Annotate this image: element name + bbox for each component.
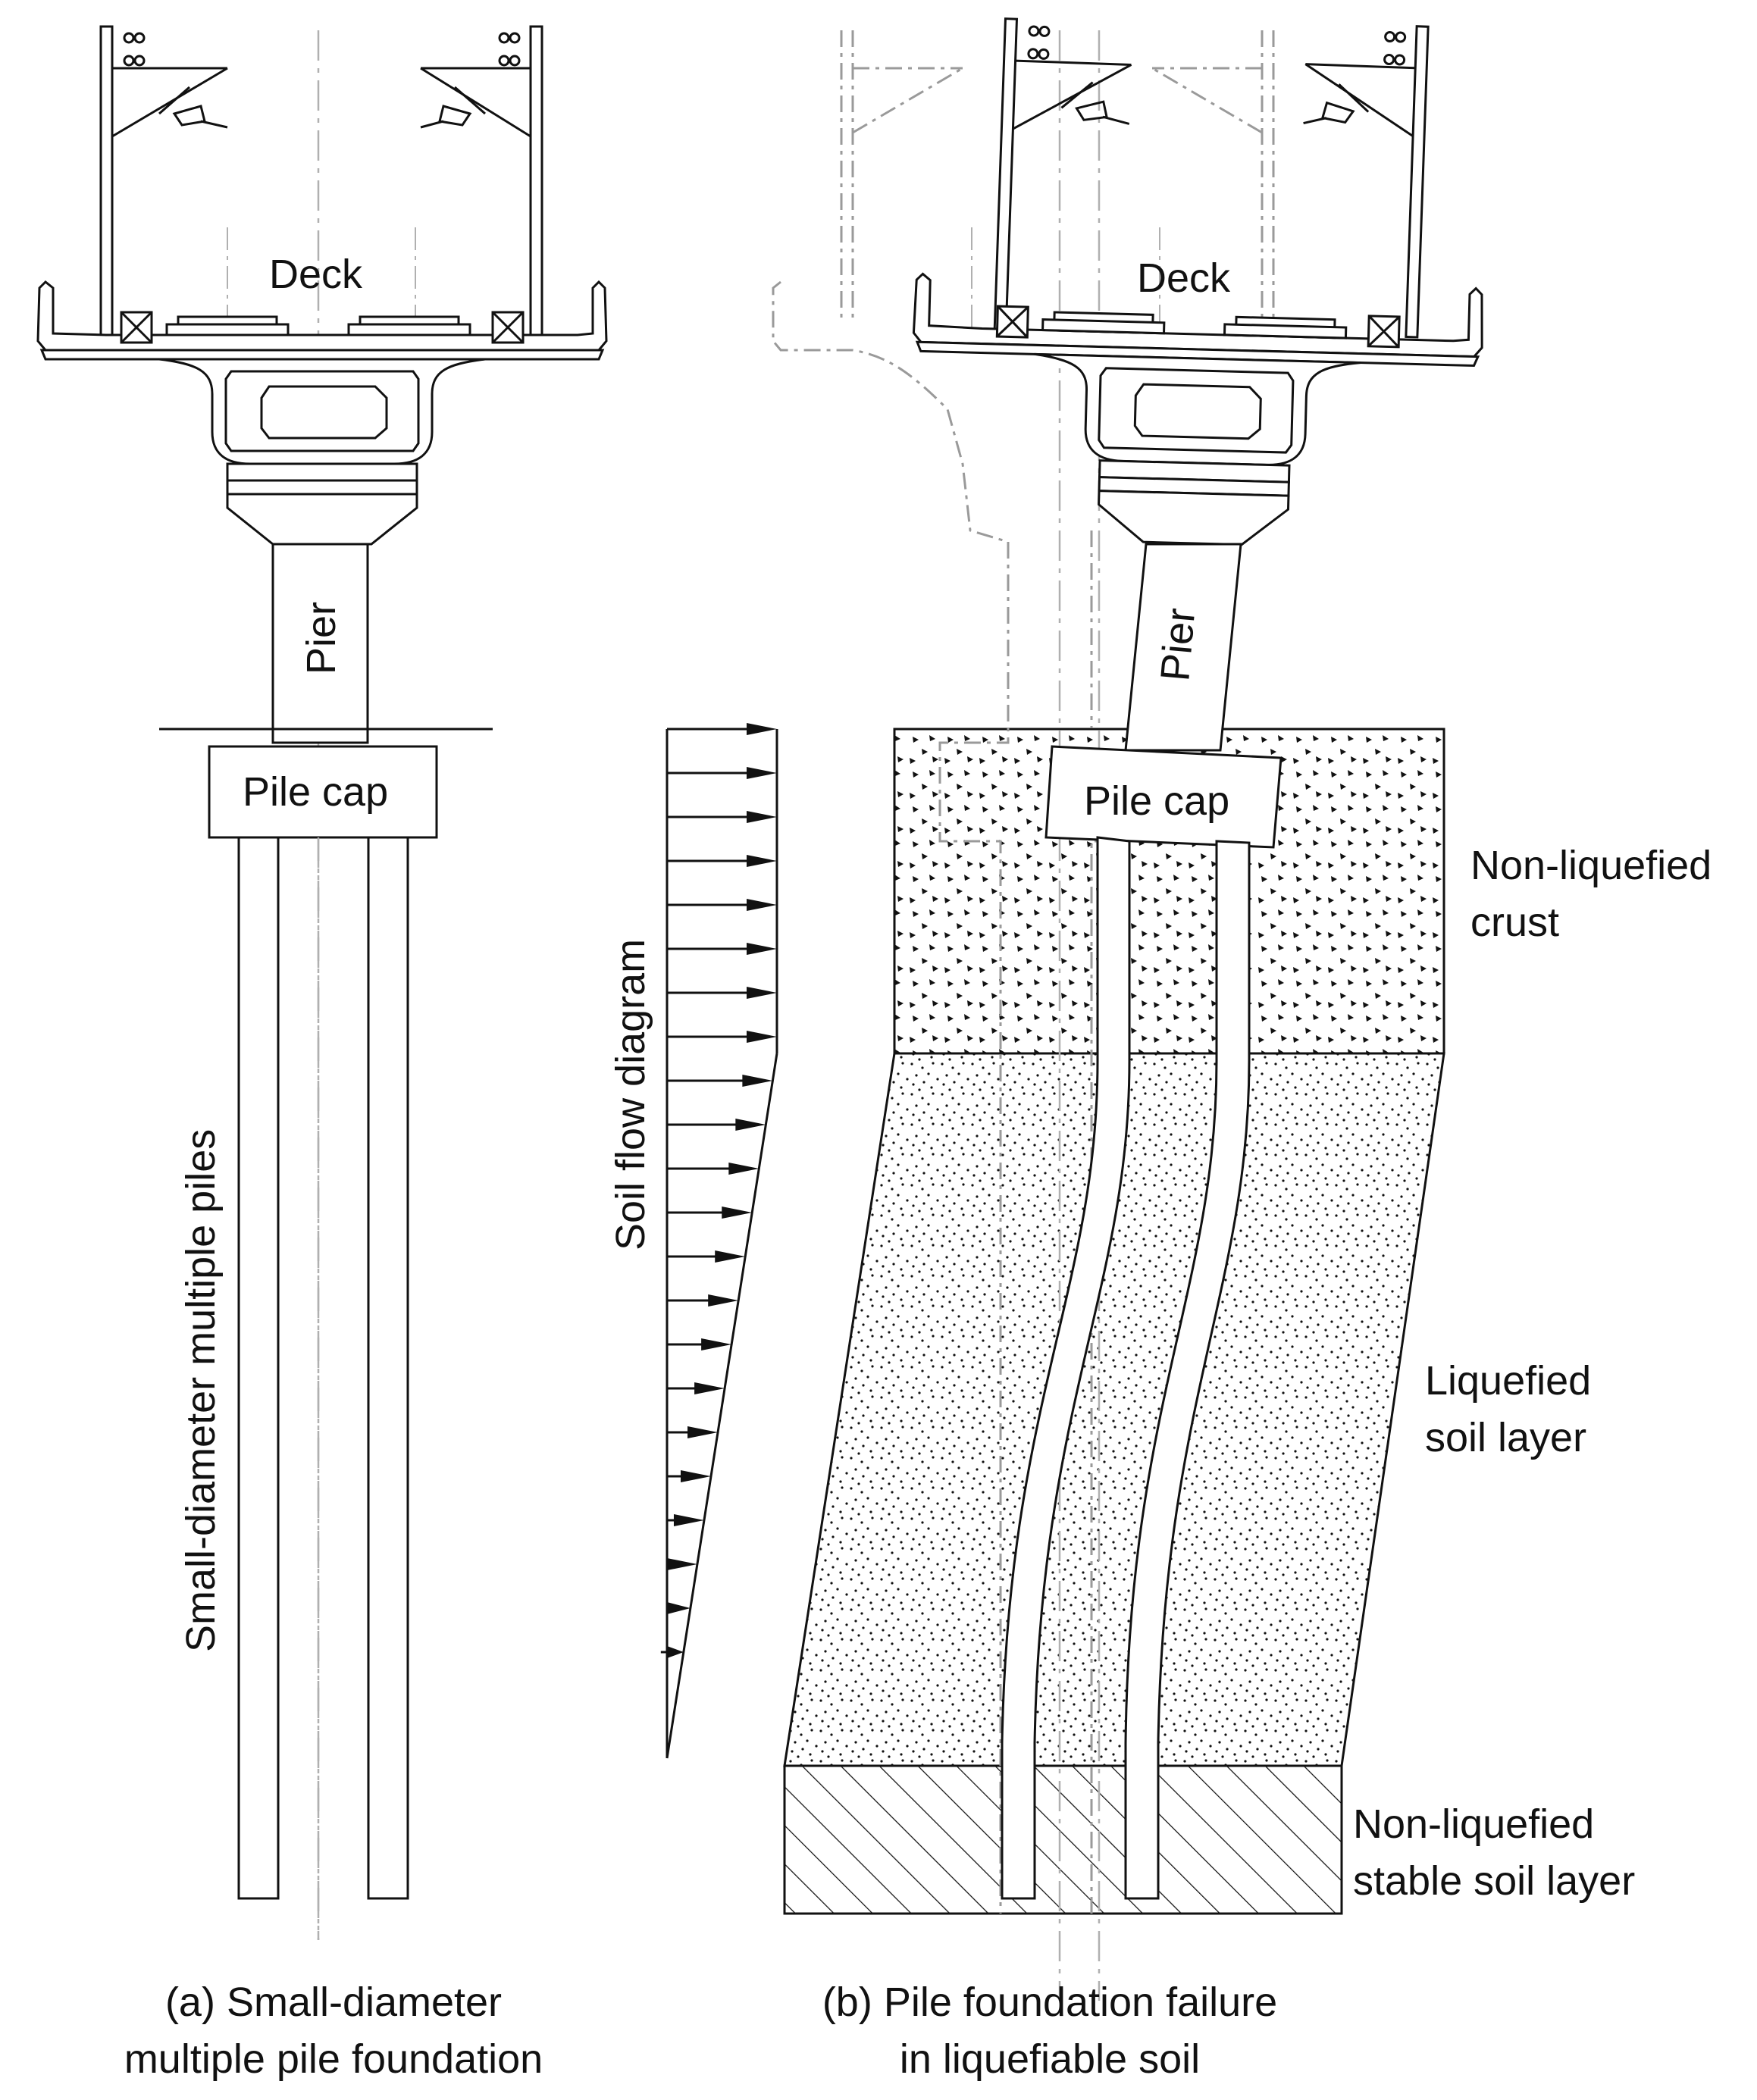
caption-a-line2: multiple pile foundation	[124, 2036, 543, 2082]
caption-b-line1: (b) Pile foundation failure	[822, 1980, 1277, 2025]
panel-b-diagram	[660, 17, 1483, 2001]
soil-flow-arrow-head	[747, 855, 777, 867]
deck-structure-displaced	[912, 272, 1483, 546]
soil-flow-arrow-head	[687, 1426, 719, 1438]
catenary-mast-right	[420, 25, 543, 339]
soil-flow-arrow-head	[747, 723, 777, 735]
pile-cap-label-b: Pile cap	[1084, 778, 1229, 824]
pier-shaft	[271, 543, 369, 744]
soil-flow-arrow-head	[673, 1514, 704, 1526]
soil-flow-label: Soil flow diagram	[608, 939, 653, 1250]
soil-flow-arrow-head	[742, 1075, 773, 1087]
pile-right	[367, 836, 409, 1900]
soil-flow-arrow-head	[747, 767, 777, 779]
stable-label-line2: stable soil layer	[1353, 1858, 1635, 1904]
catenary-mast-left-displaced	[993, 17, 1132, 339]
soil-flow-arrow-head	[728, 1163, 759, 1175]
soil-flow-arrow-head	[715, 1250, 746, 1263]
deck-structure	[36, 280, 608, 465]
caption-a-line1: (a) Small-diameter	[165, 1980, 502, 2025]
catenary-mast-right-displaced	[1303, 25, 1430, 339]
soil-flow-arrow-head	[747, 987, 777, 999]
pile-cap-label-a: Pile cap	[243, 769, 388, 815]
deck-label-a: Deck	[269, 252, 363, 297]
pier-label-a: Pier	[299, 602, 344, 674]
liquefied-label-line1: Liquefied	[1425, 1358, 1591, 1404]
caption-b-line2: in liquefiable soil	[900, 2036, 1200, 2082]
soil-flow-arrow-head	[701, 1338, 732, 1350]
soil-flow-arrow-head	[708, 1294, 739, 1307]
soil-flow-arrow-head	[747, 811, 777, 823]
pile-cap-displaced	[1044, 745, 1283, 849]
soil-flow-arrow-head	[667, 1558, 697, 1570]
pile-cap	[208, 745, 438, 839]
soil-flow-arrow-head	[722, 1206, 753, 1219]
soil-flow-arrow-head	[667, 1602, 691, 1614]
soil-flow-arrow-head	[735, 1119, 766, 1131]
soil-flow-diagram	[660, 723, 778, 1759]
pier-head	[226, 462, 418, 546]
stable-layer	[783, 1764, 1343, 1915]
catenary-mast-left	[99, 25, 228, 339]
soil-flow-arrow-head	[747, 1031, 777, 1043]
soil-flow-arrow-head	[747, 943, 777, 955]
pile-right-bent	[1124, 840, 1251, 1900]
pile-left	[237, 836, 280, 1900]
panel-a-diagram	[36, 25, 608, 1940]
soil-flow-arrow-head	[694, 1382, 725, 1394]
soil-flow-arrow-head	[681, 1470, 711, 1482]
crust-label-line2: crust	[1470, 900, 1559, 945]
piles-label: Small-diameter multiple piles	[178, 1129, 224, 1652]
pile-left-bent	[1001, 836, 1131, 1900]
stable-label-line1: Non-liquefied	[1353, 1801, 1594, 1847]
soil-flow-arrow-head	[747, 899, 777, 911]
liquefied-label-line2: soil layer	[1425, 1415, 1586, 1460]
soil-flow-arrow-head	[667, 1646, 684, 1658]
pier-label-b: Pier	[1152, 606, 1204, 683]
pier-shaft-displaced	[1124, 543, 1242, 752]
crust-label-line1: Non-liquefied	[1470, 843, 1712, 888]
deck-label-b: Deck	[1137, 255, 1231, 301]
